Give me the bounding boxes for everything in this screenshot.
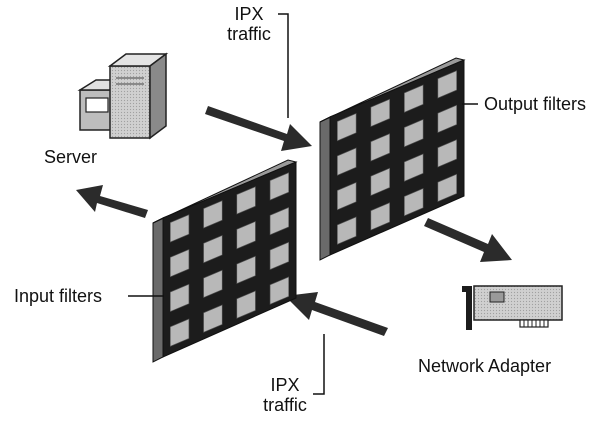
input-filter-cell-1-0: [170, 249, 190, 278]
ipx-bottom-label: IPX traffic: [260, 375, 310, 415]
arrow-ipx-to-input: [285, 292, 388, 336]
network-adapter-label: Network Adapter: [418, 356, 552, 376]
input-filter-cell-0-2: [236, 186, 256, 215]
input-filter-cell-1-1: [203, 235, 223, 264]
ipx-top-line1: IPX: [234, 4, 264, 24]
output-filter-cell-2-0: [337, 182, 357, 211]
output-filter-cell-0-2: [404, 84, 424, 113]
output-filters-panel: [319, 57, 466, 261]
input-filter-cell-2-3: [269, 241, 289, 270]
server-icon: [77, 52, 169, 140]
output-filter-cell-2-3: [437, 139, 457, 168]
input-filter-cell-0-1: [203, 200, 223, 229]
input-filter-cell-1-3: [269, 207, 289, 236]
input-filter-cell-1-2: [236, 221, 256, 250]
input-filter-cell-0-0: [170, 214, 190, 243]
output-filters-label: Output filters: [484, 94, 587, 114]
output-filter-cell-1-0: [337, 147, 357, 176]
input-filters-panel: [152, 159, 298, 363]
output-filter-cell-1-1: [370, 133, 390, 162]
input-filter-cell-2-1: [203, 269, 223, 298]
output-filter-cell-0-1: [370, 98, 390, 127]
output-filter-cell-0-3: [437, 70, 457, 99]
input-filter-cell-2-2: [236, 255, 256, 284]
server-label: Server: [44, 147, 98, 167]
output-filter-cell-3-3: [437, 173, 457, 202]
arrow-output-to-adapter: [424, 218, 512, 262]
input-filter-cell-3-1: [203, 304, 223, 333]
output-filter-cell-3-0: [337, 216, 357, 245]
output-filter-cell-0-0: [337, 113, 357, 142]
output-filter-cell-1-3: [437, 104, 457, 133]
ipx-top-line2: traffic: [227, 24, 271, 44]
output-filter-cell-3-2: [404, 188, 424, 217]
output-filter-cell-2-2: [404, 153, 424, 182]
ipx-bottom-line2: traffic: [263, 395, 307, 415]
leader-lines: [128, 13, 478, 395]
output-filter-cell-2-1: [370, 167, 390, 196]
input-filter-cell-2-0: [170, 283, 190, 312]
input-filters-label: Input filters: [14, 286, 103, 306]
input-filter-cell-3-3: [269, 276, 289, 305]
ipx-top-label: IPX traffic: [224, 4, 274, 44]
ipx-bottom-line1: IPX: [270, 375, 300, 395]
input-filter-cell-3-0: [170, 318, 190, 347]
output-filter-cell-1-2: [404, 119, 424, 148]
input-filter-cells: [170, 172, 289, 347]
network-adapter-icon: [462, 285, 563, 330]
leader-ipx-bottom: [313, 334, 325, 395]
input-filter-cell-3-2: [236, 290, 256, 319]
arrow-ipx-to-output: [205, 106, 312, 151]
output-filter-cells: [337, 70, 457, 245]
leader-ipx-top: [278, 13, 289, 118]
arrow-input-to-server: [76, 185, 148, 218]
input-filter-cell-0-3: [269, 172, 289, 201]
output-filter-cell-3-1: [370, 202, 390, 231]
